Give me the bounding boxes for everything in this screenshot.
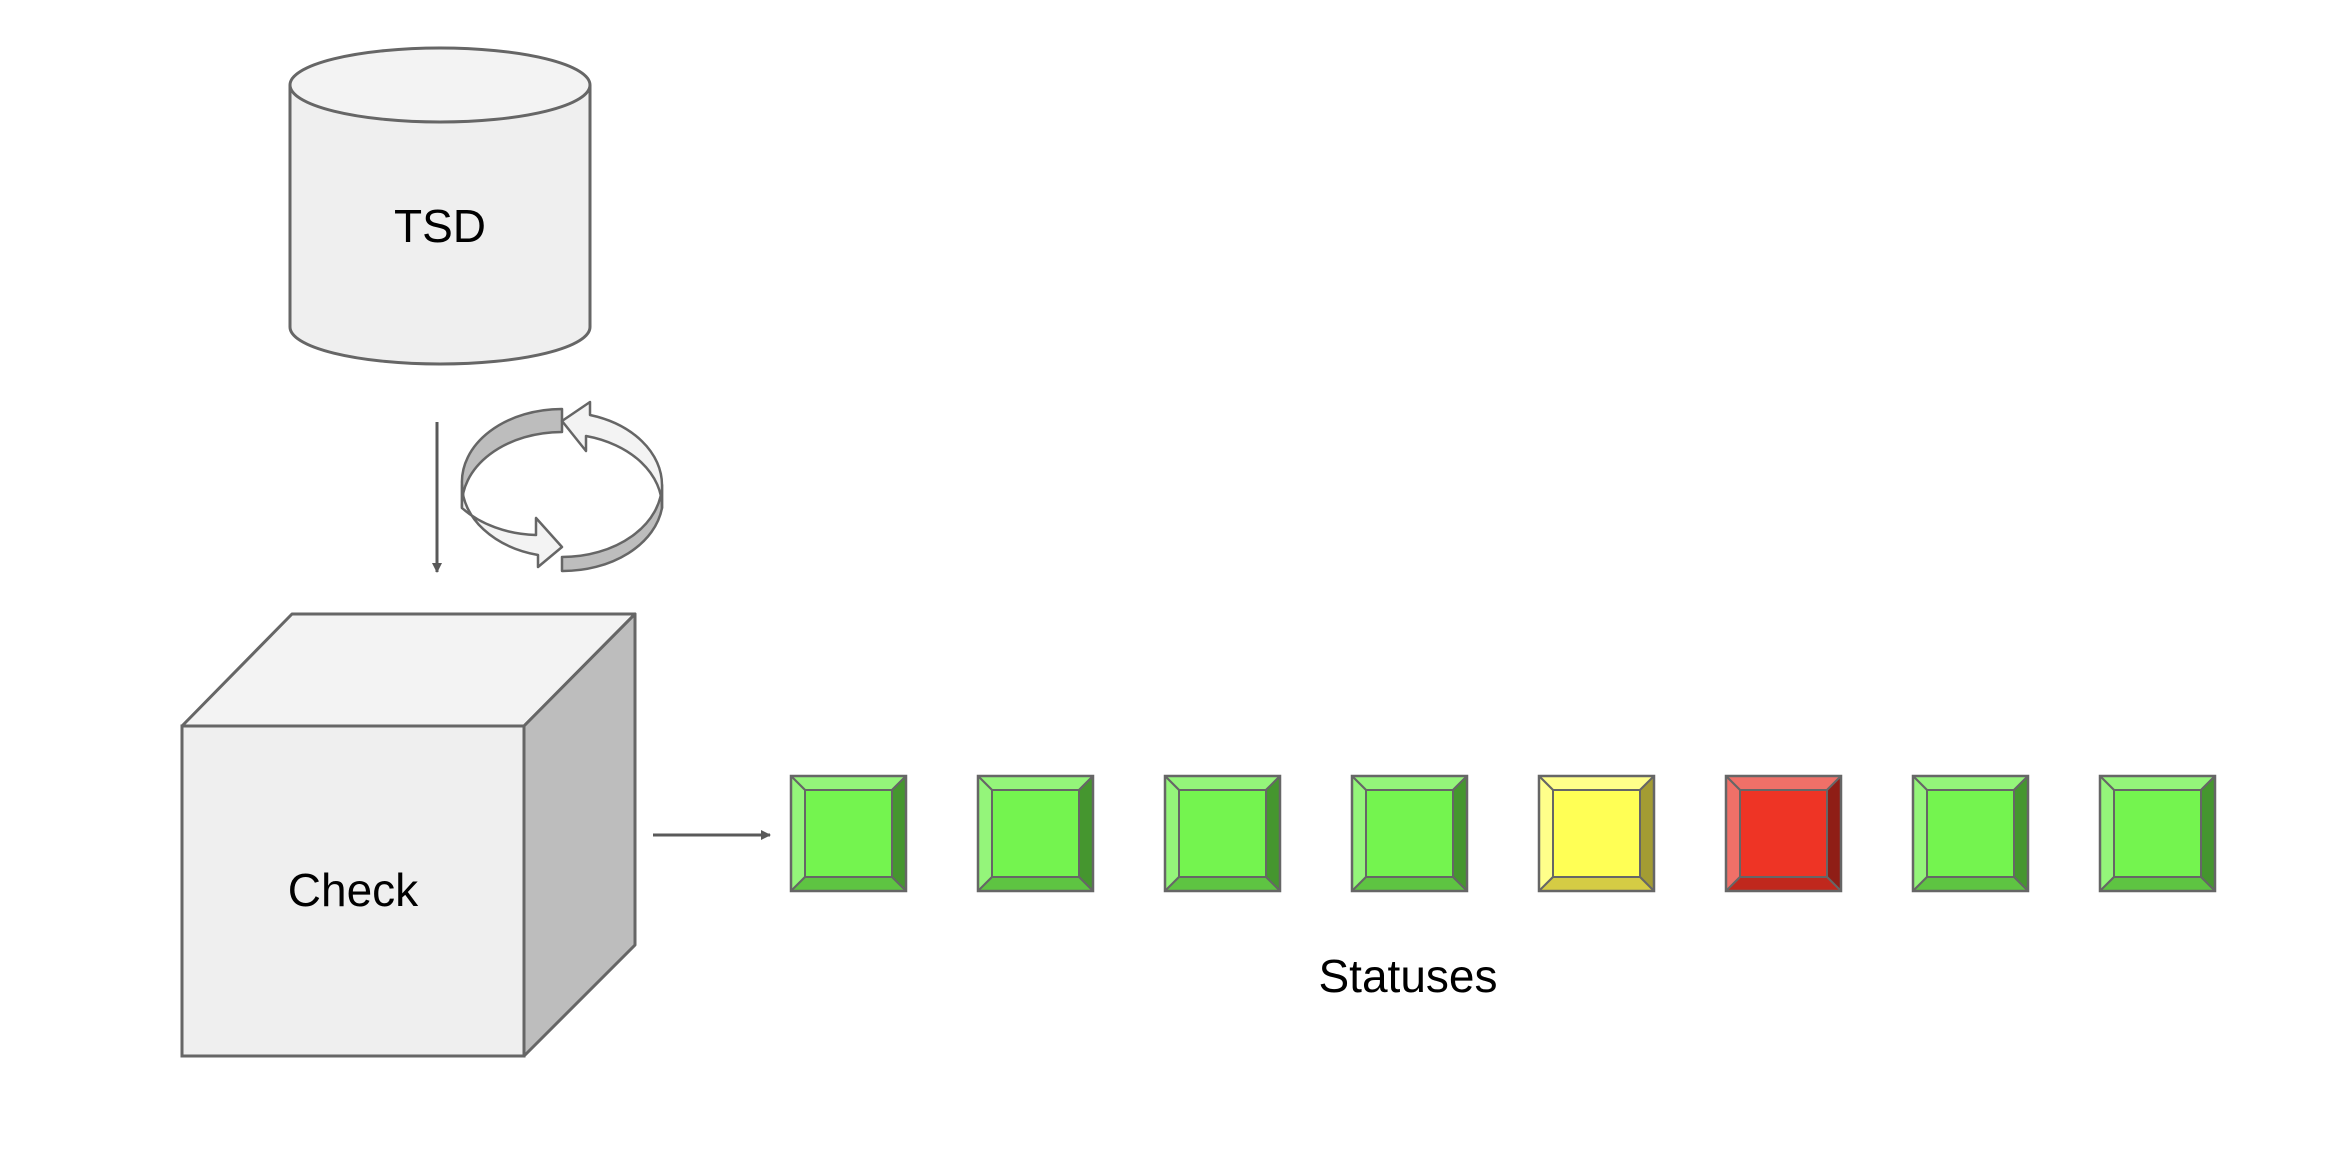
processor-label: Check — [288, 864, 419, 916]
status-tile-outline — [1911, 774, 2030, 893]
status-tile-bevel — [1351, 775, 1468, 791]
status-tile-bevel — [2099, 775, 2216, 791]
statuses-caption: Statuses — [1319, 950, 1498, 1002]
status-tile-bevel — [790, 775, 806, 892]
tsd-database-icon: TSD — [288, 46, 592, 366]
status-tile-bevel — [1078, 775, 1094, 892]
status-tile-bevel — [977, 775, 993, 892]
status-tile-bevel — [977, 876, 1094, 892]
status-tile-warning — [1537, 774, 1656, 893]
status-tile-ok — [789, 774, 908, 893]
status-tile-bevel — [1725, 775, 1741, 892]
status-tile-face — [991, 789, 1080, 878]
status-tile-face — [804, 789, 893, 878]
status-tile-bevel — [1725, 775, 1842, 791]
status-tile-bevel — [1826, 775, 1842, 892]
status-tile-bevel — [2099, 775, 2115, 892]
status-tile-bevel — [1351, 775, 1367, 892]
status-tile-outline — [976, 774, 1095, 893]
status-tile-ok — [1911, 774, 2030, 893]
status-tile-bevel — [1639, 775, 1655, 892]
status-tile-bevel — [790, 775, 907, 791]
status-tile-bevel — [1452, 775, 1468, 892]
status-tile-outline — [1537, 774, 1656, 893]
status-tile-bevel — [1912, 775, 1928, 892]
status-tile-outline — [1350, 774, 1469, 893]
status-tile-face — [2113, 789, 2202, 878]
status-tile-bevel — [1912, 876, 2029, 892]
status-tile-ok — [1350, 774, 1469, 893]
status-tile-bevel — [790, 876, 907, 892]
status-tile-bevel — [1538, 876, 1655, 892]
refresh-cycle-icon — [460, 400, 664, 573]
status-tile-bevel — [1265, 775, 1281, 892]
check-process-cube: Check — [180, 612, 637, 1058]
status-tile-bevel — [2013, 775, 2029, 892]
database-label: TSD — [394, 200, 486, 252]
status-tile-face — [1926, 789, 2015, 878]
status-tile-face — [1178, 789, 1267, 878]
status-tile-outline — [1724, 774, 1843, 893]
status-tile-critical — [1724, 774, 1843, 893]
status-row — [789, 774, 2217, 893]
status-tile-outline — [1163, 774, 1282, 893]
status-tile-bevel — [1164, 775, 1180, 892]
status-tile-outline — [2098, 774, 2217, 893]
status-tile-face — [1552, 789, 1641, 878]
status-tile-bevel — [2099, 876, 2216, 892]
status-tile-bevel — [891, 775, 907, 892]
status-tile-bevel — [1725, 876, 1842, 892]
status-tile-bevel — [2200, 775, 2216, 892]
status-tile-bevel — [1538, 775, 1554, 892]
status-tile-ok — [2098, 774, 2217, 893]
status-tile-bevel — [1164, 876, 1281, 892]
status-tile-outline — [789, 774, 908, 893]
status-tile-bevel — [1912, 775, 2029, 791]
status-tile-ok — [1163, 774, 1282, 893]
status-tile-bevel — [1538, 775, 1655, 791]
status-tile-bevel — [977, 775, 1094, 791]
status-tile-face — [1365, 789, 1454, 878]
status-tile-face — [1739, 789, 1828, 878]
status-tile-ok — [976, 774, 1095, 893]
status-tile-bevel — [1164, 775, 1281, 791]
status-tile-bevel — [1351, 876, 1468, 892]
